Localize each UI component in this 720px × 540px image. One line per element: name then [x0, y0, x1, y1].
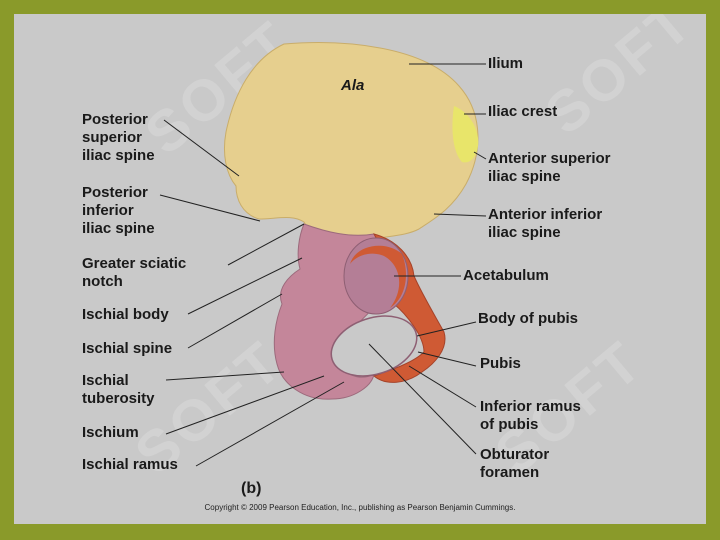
label-ala: Ala — [341, 77, 365, 94]
label-ischial-spine: Ischial spine — [82, 340, 173, 357]
acetabular-lunate — [350, 245, 406, 308]
label-obturator-foramen: Obturator foramen — [480, 446, 550, 481]
panel-letter: (b) — [241, 480, 262, 497]
ilium-region — [223, 42, 479, 243]
obturator-foramen-hole — [330, 315, 418, 377]
label-anterior-inferior-iliac-spine: Anterior inferior iliac spine — [488, 206, 603, 241]
label-iliac-crest: Iliac crest — [488, 103, 558, 120]
label-ischial-ramus: Ischial ramus — [82, 456, 178, 473]
copyright-notice: Copyright © 2009 Pearson Education, Inc.… — [204, 503, 516, 512]
label-ischial-body: Ischial body — [82, 306, 169, 323]
label-greater-sciatic-notch: Greater sciatic notch — [82, 255, 187, 290]
iliac-crest-highlight — [452, 106, 479, 163]
label-posterior-inferior-iliac-spine: Posterior inferior iliac spine — [82, 184, 155, 237]
label-body-of-pubis: Body of pubis — [478, 310, 578, 327]
label-ischial-tuberosity: Ischial tuberosity — [82, 372, 155, 407]
label-anterior-superior-iliac-spine: Anterior superior iliac spine — [488, 150, 611, 185]
label-posterior-superior-iliac-spine: Posterior superior iliac spine — [82, 111, 155, 164]
label-ischium: Ischium — [82, 424, 139, 441]
label-ilium: Ilium — [488, 55, 524, 72]
label-acetabulum: Acetabulum — [463, 267, 549, 284]
figure-frame: SOFT SOFT SOFT SOFT — [14, 14, 706, 524]
leader-lines — [159, 63, 487, 467]
label-inferior-ramus-of-pubis: Inferior ramus of pubis — [480, 398, 581, 433]
label-pubis: Pubis — [480, 355, 521, 372]
hip-bone-illustration — [159, 42, 487, 467]
